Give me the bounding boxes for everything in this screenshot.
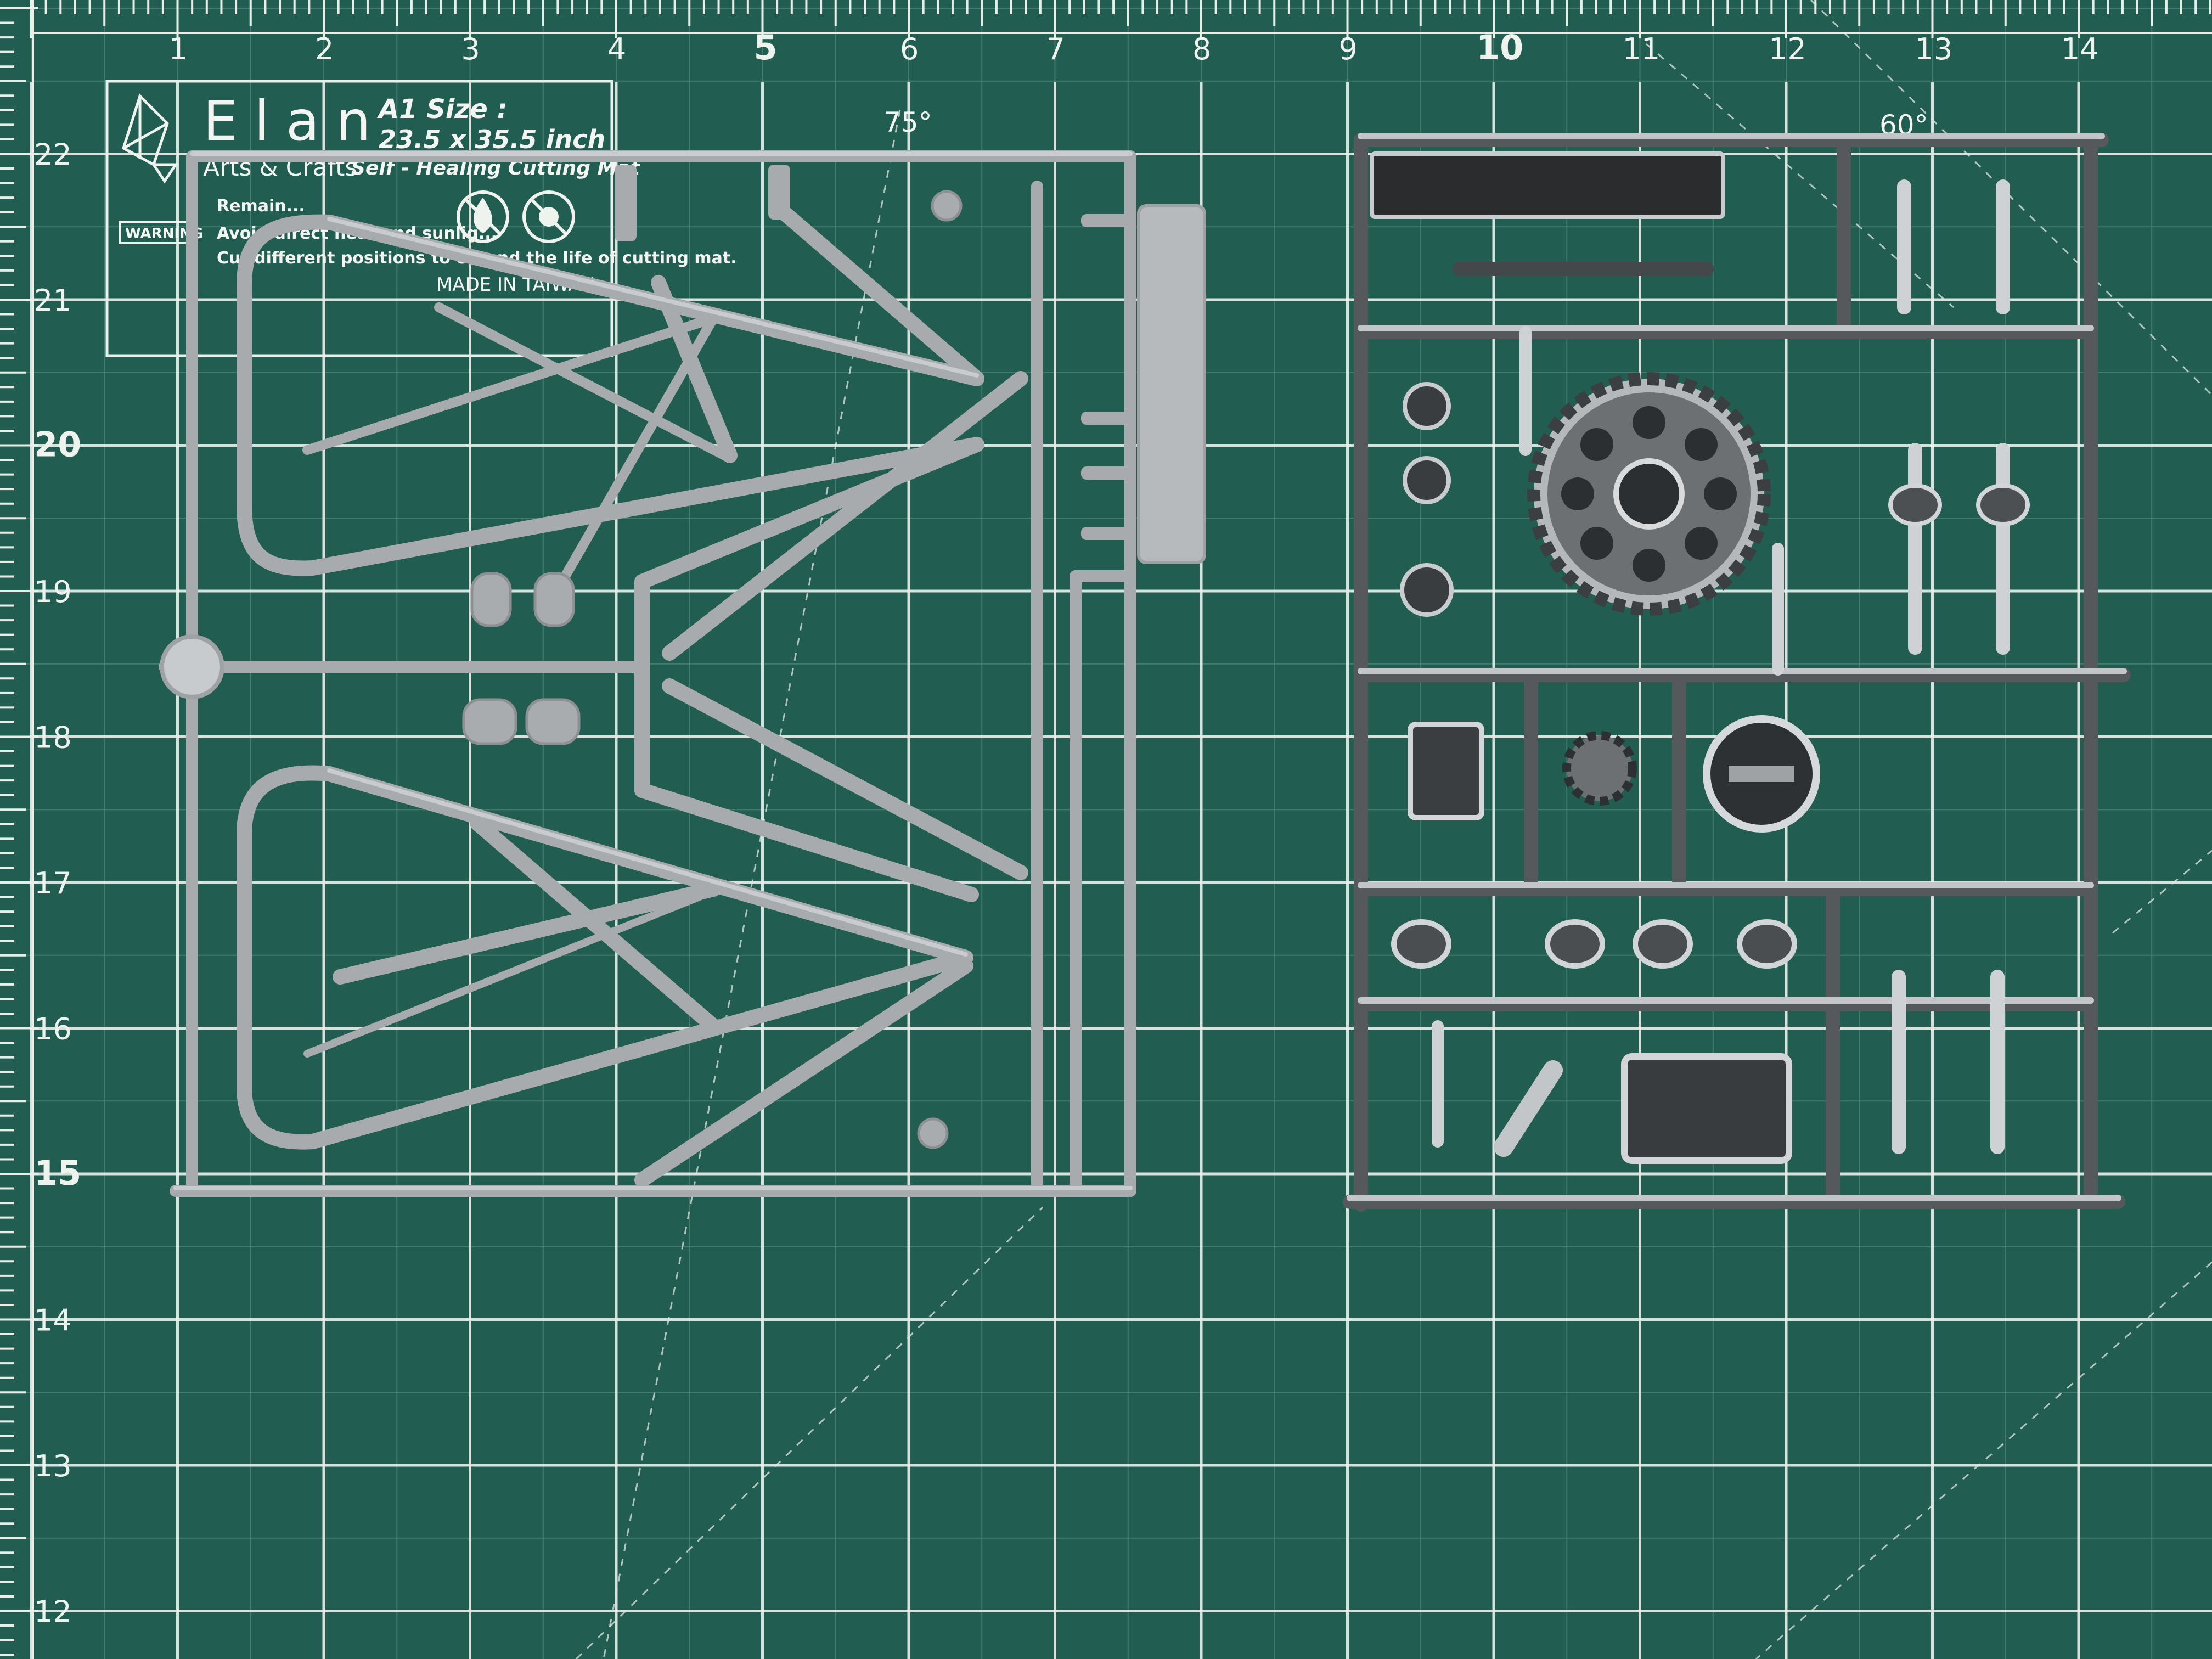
left-ruler-number: 15 — [34, 1153, 81, 1193]
left-ruler: 22 21 20 19 18 17 16 15 14 13 12 — [0, 0, 81, 1659]
sprue-name-tab — [1137, 204, 1206, 564]
left-ruler-number: 20 — [34, 425, 81, 465]
left-ruler-number: 16 — [34, 1012, 72, 1047]
rear-sprocket — [1527, 372, 1771, 616]
origami-logo-icon — [121, 93, 178, 184]
left-ruler-number: 18 — [34, 721, 72, 755]
left-ruler-number: 12 — [34, 1595, 72, 1629]
left-ruler-number: 21 — [34, 283, 72, 318]
top-ruler-number: 2 — [315, 32, 334, 66]
left-ruler-number: 13 — [34, 1449, 72, 1483]
top-ruler-number: 13 — [1915, 32, 1953, 66]
sprue-gate-hub — [160, 634, 224, 699]
no-fire-icon — [457, 190, 509, 243]
brand-name: Elan — [203, 89, 387, 153]
top-ruler-number: 1 — [169, 32, 188, 66]
top-ruler-number: 14 — [2061, 32, 2099, 66]
top-ruler-number: 9 — [1339, 32, 1358, 66]
chrome-battery-box — [1408, 722, 1484, 820]
top-ruler-number: 4 — [607, 32, 626, 66]
warning-line-1: Remain... — [217, 196, 305, 216]
left-ruler-number: 17 — [34, 866, 72, 901]
chrome-top-plate — [1370, 151, 1725, 219]
top-ruler-number: 6 — [900, 32, 919, 66]
top-ruler-number: 8 — [1192, 32, 1211, 66]
top-ruler-number: 10 — [1476, 27, 1523, 68]
chrome-side-cover — [1621, 1053, 1792, 1164]
top-ruler-number: 7 — [1046, 32, 1065, 66]
angle-75-label: 75° — [883, 106, 932, 138]
angle-guides — [575, 0, 2212, 1659]
left-ruler-number: 22 — [34, 138, 72, 172]
top-ruler-number: 5 — [754, 27, 778, 68]
left-ruler-number: 14 — [34, 1303, 72, 1338]
chrome-parts-sprue — [1343, 133, 2131, 1212]
size-value: 23.5 x 35.5 inch — [379, 125, 605, 154]
no-sun-icon — [522, 190, 575, 243]
size-title: A1 Size : — [376, 94, 508, 125]
top-ruler-number: 3 — [461, 32, 480, 66]
grey-frame-sprue — [159, 150, 1206, 1197]
left-ruler-number: 19 — [34, 575, 72, 609]
top-ruler-number: 12 — [1769, 32, 1806, 66]
top-ruler-number: 11 — [1623, 32, 1661, 66]
